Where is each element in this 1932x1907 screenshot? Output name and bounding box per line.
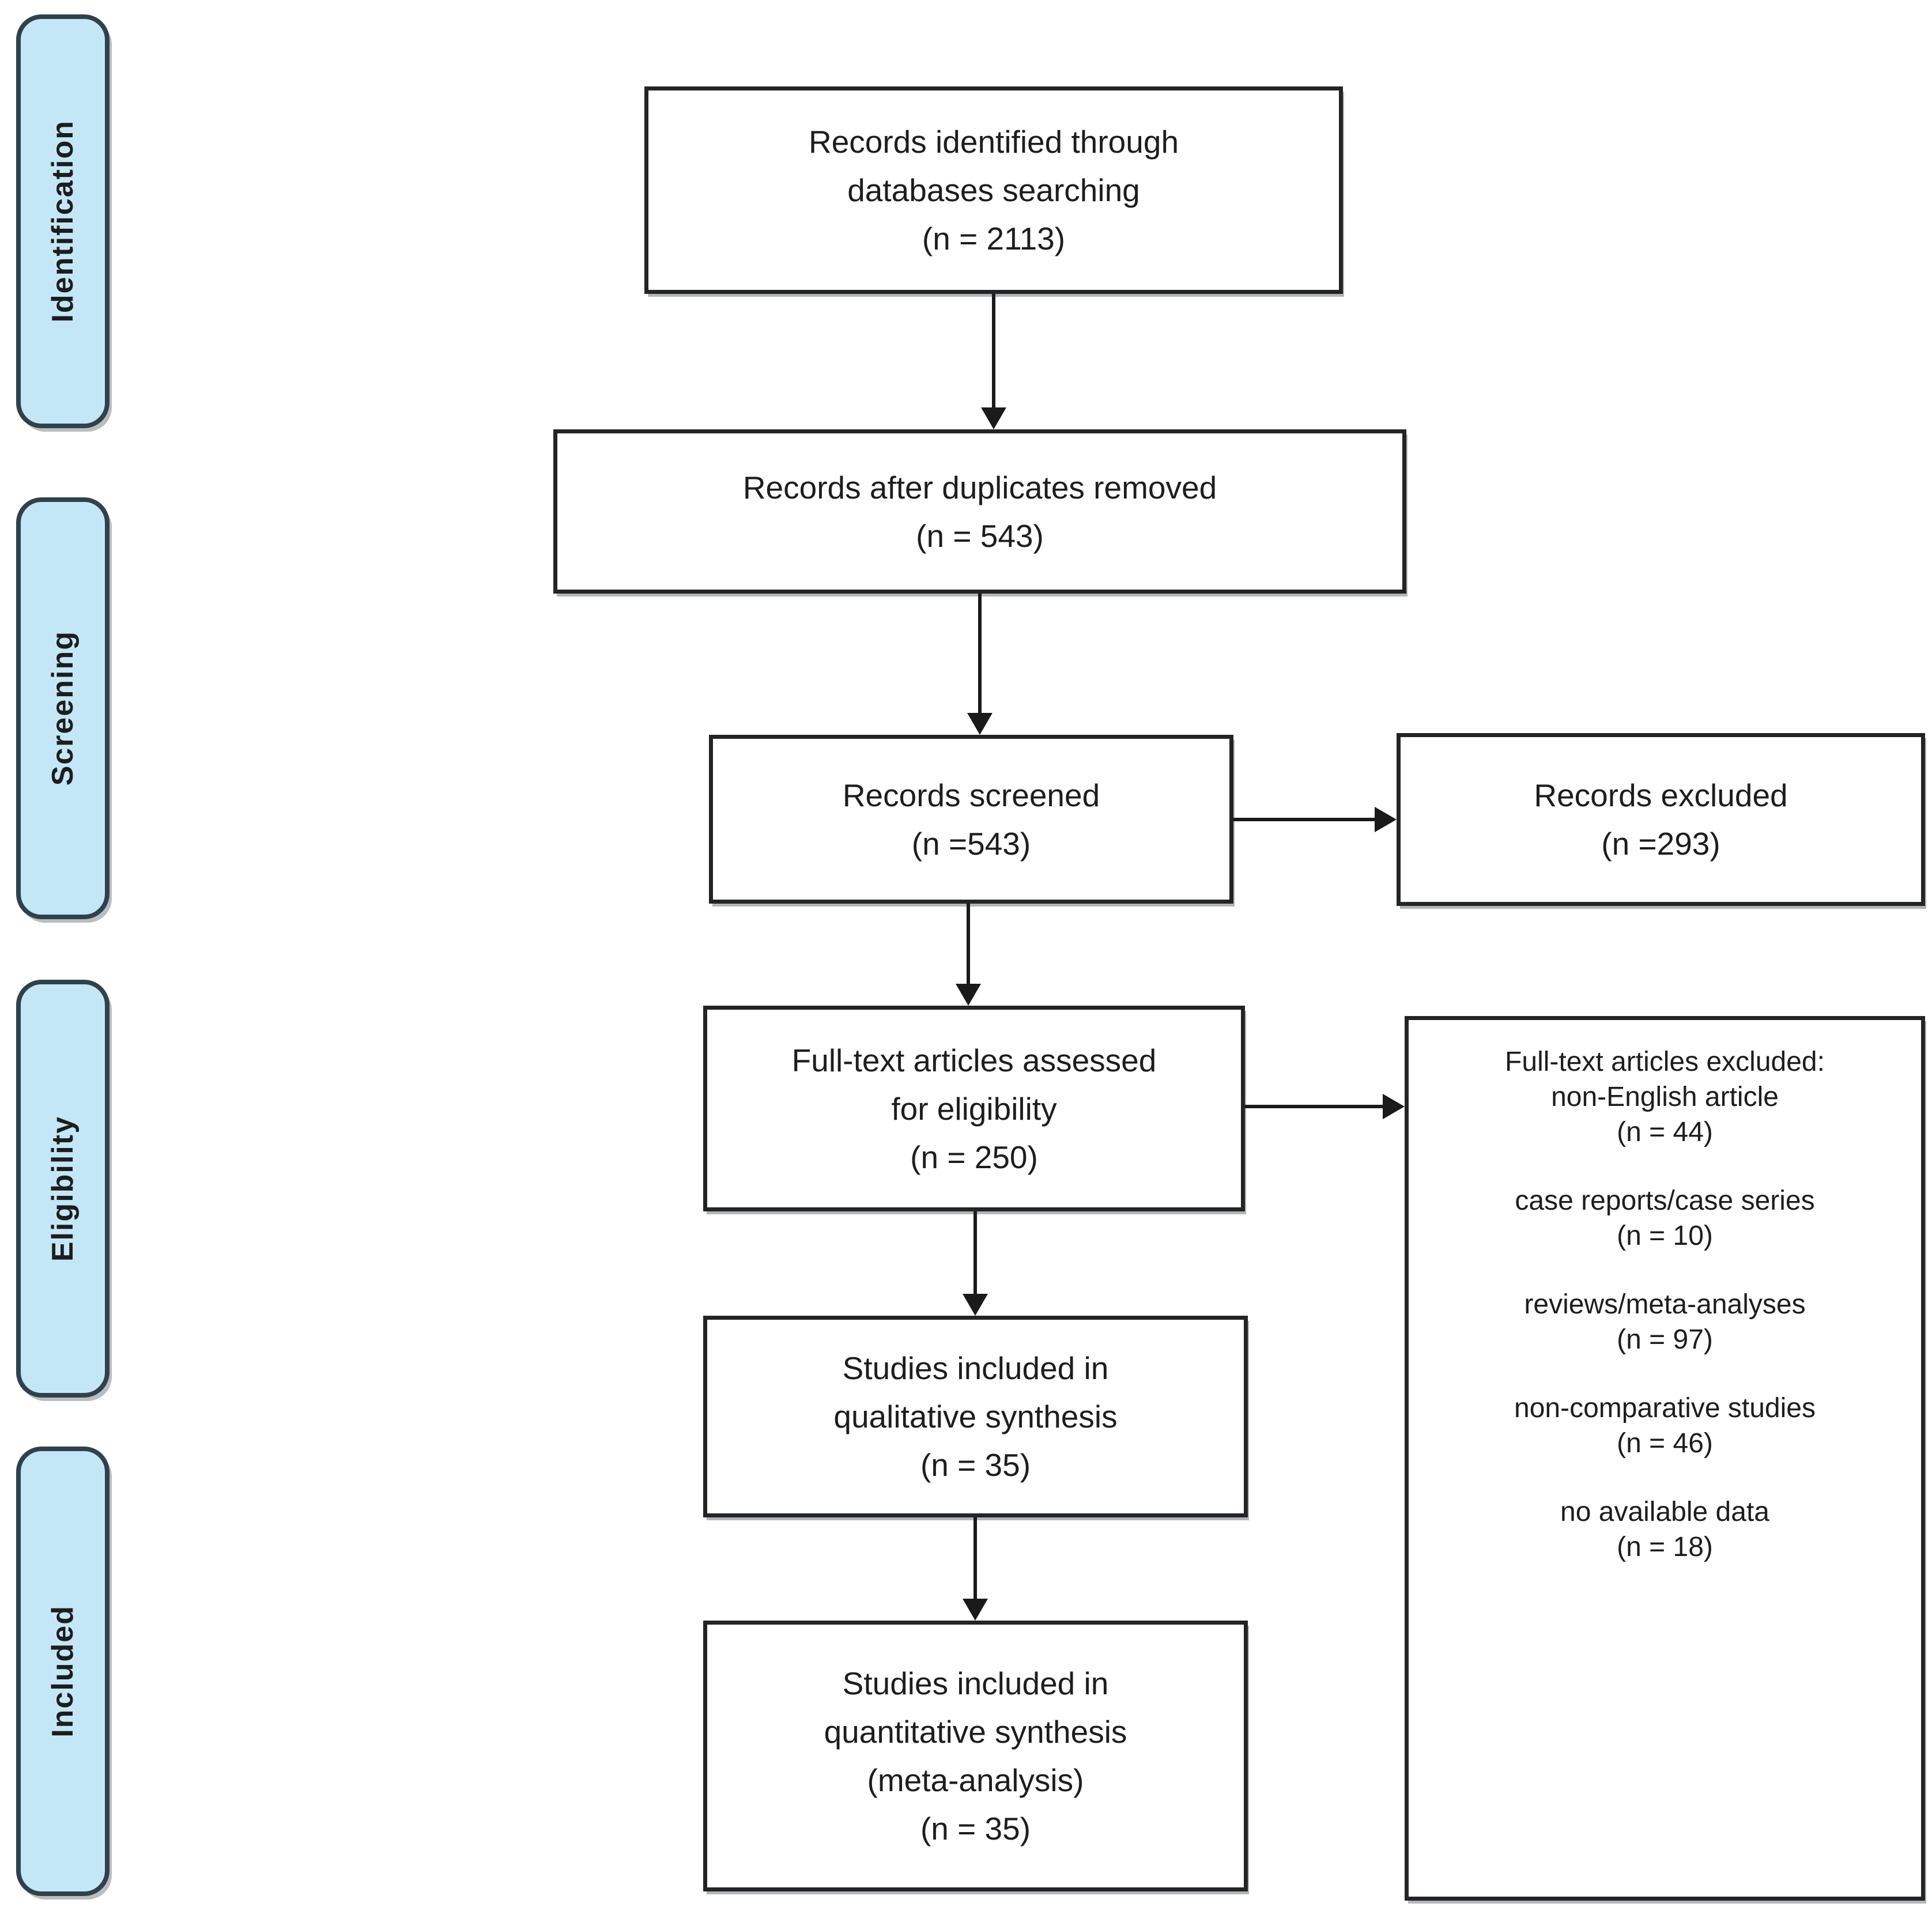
stage-identification-label: Identification — [46, 120, 80, 323]
arrow-identified-to-duplicates-head — [981, 407, 1006, 429]
box-text-line: case reports/case series — [1515, 1185, 1815, 1216]
box-duplicates-removed: Records after duplicates removed (n = 54… — [553, 429, 1406, 594]
arrow-duplicates-to-screened-head — [967, 713, 993, 735]
box-fulltext-assessed: Full-text articles assessed for eligibil… — [703, 1006, 1245, 1211]
box-text-line: Records screened — [842, 777, 1100, 813]
box-text-line: (n = 18) — [1617, 1532, 1713, 1562]
box-qualitative-synthesis: Studies included in qualitative synthesi… — [703, 1316, 1248, 1517]
box-text-line: Records excluded — [1534, 777, 1788, 813]
stage-identification: Identification — [16, 14, 110, 428]
stage-eligibility: Eligibility — [16, 980, 110, 1398]
box-text-line: (n = 543) — [916, 518, 1044, 554]
arrow-qualitative-to-quantitative-line — [973, 1517, 977, 1600]
arrow-qualitative-to-quantitative-head — [963, 1599, 988, 1621]
box-text-line: (n = 10) — [1617, 1221, 1713, 1251]
box-text-line: Studies included in — [842, 1666, 1109, 1701]
exclusion-reason: non-English article (n = 44) — [1551, 1079, 1779, 1150]
exclusion-reason: case reports/case series (n = 10) — [1515, 1183, 1814, 1253]
box-text-line: (n = 97) — [1617, 1324, 1713, 1355]
arrow-screened-to-fulltext-head — [956, 984, 981, 1006]
arrow-fulltext-to-qualitative-line — [973, 1211, 977, 1295]
arrow-fulltext-to-excluded-line — [1245, 1105, 1384, 1108]
box-records-excluded: Records excluded (n =293) — [1397, 733, 1925, 906]
box-text-line: Records after duplicates removed — [742, 469, 1217, 505]
box-text-line: (n =543) — [911, 825, 1031, 862]
box-text-line: non-comparative studies — [1514, 1393, 1816, 1423]
stage-screening: Screening — [16, 497, 110, 919]
exclusion-reason: non-comparative studies (n = 46) — [1514, 1391, 1816, 1461]
stage-included-label: Included — [46, 1605, 80, 1738]
box-text-line: quantitative synthesis — [824, 1714, 1127, 1750]
stage-eligibility-label: Eligibility — [46, 1115, 80, 1262]
box-text-line: (n = 2113) — [922, 221, 1066, 256]
box-text-line: (n = 44) — [1617, 1117, 1713, 1147]
arrow-fulltext-to-qualitative-head — [963, 1294, 988, 1316]
exclusion-reason: reviews/meta-analyses (n = 97) — [1524, 1287, 1805, 1357]
box-text-line: (n = 250) — [910, 1139, 1038, 1175]
box-fulltext-excluded: Full-text articles excluded: non-English… — [1405, 1016, 1925, 1901]
box-text-line: for eligibility — [891, 1090, 1057, 1127]
box-text-line: (n = 35) — [920, 1811, 1031, 1846]
box-records-screened: Records screened (n =543) — [709, 735, 1233, 904]
arrow-duplicates-to-screened-line — [978, 594, 982, 714]
box-text-line: (meta-analysis) — [867, 1762, 1084, 1798]
box-text-line: (n = 35) — [920, 1447, 1031, 1483]
arrow-screened-to-excluded-head — [1375, 807, 1397, 832]
box-text-line: Records identified through — [808, 124, 1179, 160]
box-text-line: Full-text articles assessed — [791, 1042, 1157, 1078]
arrow-fulltext-to-excluded-head — [1383, 1094, 1405, 1119]
arrow-screened-to-fulltext-line — [967, 904, 970, 985]
box-text-line: qualitative synthesis — [833, 1399, 1118, 1434]
box-text-line: reviews/meta-analyses — [1524, 1289, 1806, 1320]
box-text-line: Studies included in — [842, 1350, 1109, 1386]
stage-included: Included — [16, 1447, 110, 1896]
box-text-line: (n = 46) — [1617, 1428, 1713, 1459]
box-records-identified: Records identified through databases sea… — [644, 86, 1343, 294]
box-text-line: no available data — [1560, 1497, 1769, 1527]
box-text-line: non-English article — [1551, 1082, 1779, 1112]
box-quantitative-synthesis: Studies included in quantitative synthes… — [703, 1621, 1248, 1891]
box-text-line: Full-text articles excluded: — [1505, 1047, 1825, 1077]
box-text-line: (n =293) — [1601, 826, 1720, 862]
arrow-screened-to-excluded-line — [1233, 818, 1376, 821]
box-text-line: databases searching — [847, 172, 1140, 208]
exclusion-reason: no available data (n = 18) — [1560, 1494, 1769, 1565]
arrow-identified-to-duplicates-line — [992, 294, 995, 409]
stage-screening-label: Screening — [46, 630, 80, 786]
